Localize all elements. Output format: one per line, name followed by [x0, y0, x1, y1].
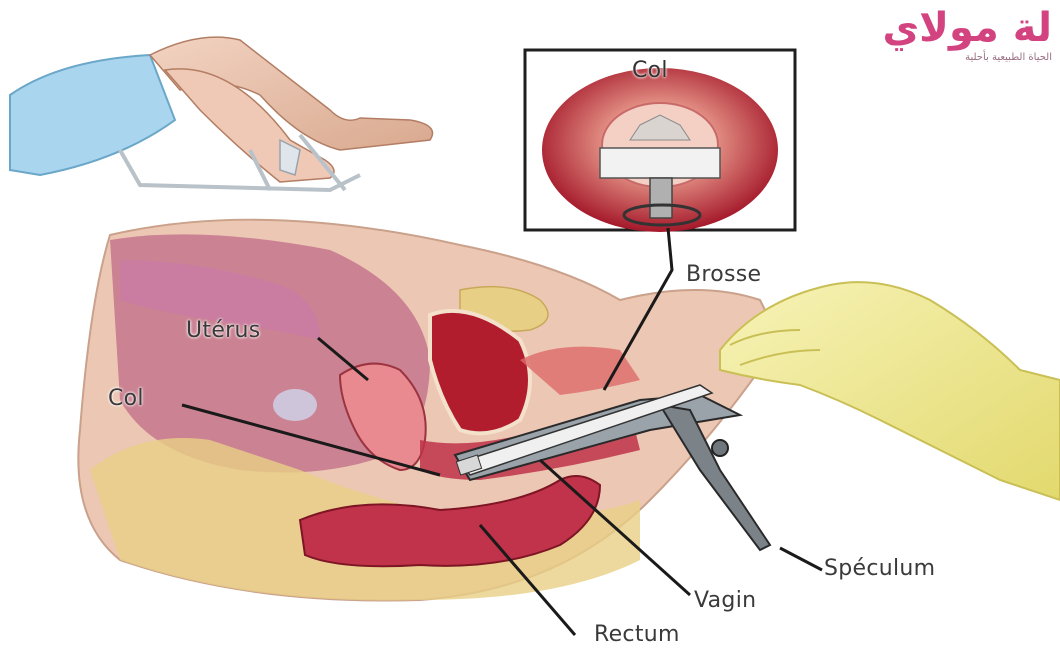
- col-label: Col: [108, 386, 144, 411]
- logo-subtitle: الحياة الطبيعية بأحلية: [883, 52, 1053, 63]
- uterus-label: Utérus: [186, 318, 261, 343]
- site-logo: لة مولاي الحياة الطبيعية بأحلية: [883, 6, 1053, 63]
- vagin-label: Vagin: [694, 588, 756, 613]
- brosse-label: Brosse: [686, 262, 761, 287]
- patient-gown: [10, 55, 175, 175]
- speculum-leader: [780, 548, 822, 570]
- speculum-screw: [712, 440, 728, 456]
- gloved-hand: [720, 282, 1060, 500]
- bladder: [273, 389, 317, 421]
- speculum-label: Spéculum: [824, 556, 935, 581]
- patient-on-table: [10, 37, 433, 190]
- rectum-label: Rectum: [594, 622, 680, 647]
- inset-brush-head: [600, 148, 720, 178]
- inset-col-label: Col: [632, 58, 668, 83]
- glove: [720, 282, 1060, 500]
- inset-brush-handle: [650, 178, 672, 218]
- logo-text: لة مولاي: [883, 6, 1053, 50]
